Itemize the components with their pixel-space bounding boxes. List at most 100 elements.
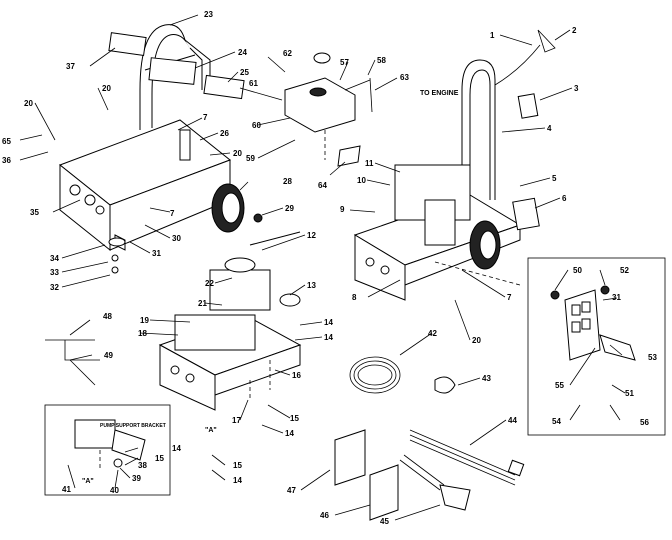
callout-57: 57: [340, 58, 349, 67]
callout-13: 13: [307, 281, 316, 290]
callout-26: 26: [220, 129, 229, 138]
callout-17: 17: [232, 416, 241, 425]
callout-1: 1: [490, 31, 495, 40]
callout-31-inset: 31: [612, 293, 621, 302]
callout-15-inset: 15: [155, 454, 164, 463]
part-43: [434, 376, 456, 394]
callout-65: 65: [2, 137, 11, 146]
callout-14-lowest: 14: [233, 476, 242, 485]
callout-2: 2: [572, 26, 577, 35]
fuel-cap-62: [309, 87, 327, 97]
callout-7-left: 7: [203, 113, 208, 122]
callout-31: 31: [152, 249, 161, 258]
part-34: [108, 237, 126, 247]
decal-37: [108, 32, 147, 56]
callout-20-right: 20: [472, 336, 481, 345]
inset-box-left: [44, 404, 171, 496]
hose-42: [349, 356, 401, 394]
unit-panel: [424, 199, 456, 246]
callout-18: 18: [138, 329, 147, 338]
callout-8: 8: [352, 293, 357, 302]
note-pump-support-bracket: PUMP SUPPORT BRACKET: [100, 423, 166, 429]
decal-6: [512, 197, 540, 231]
callout-9: 9: [340, 205, 345, 214]
callout-21: 21: [198, 299, 207, 308]
callout-14: 14: [324, 318, 333, 327]
callout-45: 45: [380, 517, 389, 526]
assembled-unit: [353, 29, 556, 301]
callout-43: 43: [482, 374, 491, 383]
pump-bracket-inset: [44, 404, 171, 496]
callout-11: 11: [365, 159, 374, 168]
callout-42: 42: [428, 329, 437, 338]
callout-15-lowest: 15: [233, 461, 242, 470]
frame-left-assembly: [59, 24, 263, 274]
callout-33: 33: [50, 268, 59, 277]
callout-19: 19: [140, 316, 149, 325]
callout-10: 10: [357, 176, 366, 185]
callout-58: 58: [377, 56, 386, 65]
part-29: [253, 213, 263, 223]
callout-20-top: 20: [102, 84, 111, 93]
callout-64: 64: [318, 181, 327, 190]
cable-48: [45, 339, 100, 361]
callout-15-lower: 15: [290, 414, 299, 423]
callout-12: 12: [307, 231, 316, 240]
callout-6: 6: [562, 194, 567, 203]
inset-pump: [74, 419, 116, 449]
control-panel-inset: [527, 257, 666, 436]
callout-36: 36: [2, 156, 11, 165]
callout-29: 29: [285, 204, 294, 213]
callout-49: 49: [104, 351, 113, 360]
cap-62: [313, 52, 331, 64]
callout-5: 5: [552, 174, 557, 183]
callout-60: 60: [252, 121, 261, 130]
decal-25: [203, 74, 245, 100]
callout-7: 7: [507, 293, 512, 302]
callout-16: 16: [292, 371, 301, 380]
callout-15: 14: [324, 333, 333, 342]
callout-40: 40: [110, 486, 119, 495]
callout-62: 62: [283, 49, 292, 58]
leader-lines: [19, 14, 626, 521]
callout-38: 38: [138, 461, 147, 470]
inset-box-right: [527, 257, 666, 436]
callout-32: 32: [50, 283, 59, 292]
callout-48: 48: [103, 312, 112, 321]
callout-22: 22: [205, 279, 214, 288]
bracket-64: [337, 145, 361, 167]
callout-63: 63: [400, 73, 409, 82]
wheel-28-hub: [221, 192, 241, 224]
callout-28: 28: [283, 177, 292, 186]
callout-54: 54: [552, 417, 561, 426]
callout-20: 20: [233, 149, 242, 158]
callout-61: 61: [249, 79, 258, 88]
callout-51: 51: [625, 389, 634, 398]
callout-14-lower: 14: [285, 429, 294, 438]
bag-47: [334, 429, 366, 486]
callout-41: 41: [62, 485, 71, 494]
callout-23: 23: [204, 10, 213, 19]
callout-4: 4: [547, 124, 552, 133]
callout-56: 56: [640, 418, 649, 427]
part-26: [179, 129, 191, 161]
fuel-tank: [284, 77, 356, 133]
decal-24: [148, 57, 197, 85]
bracket-53: [599, 334, 636, 361]
note-detail-a-inset: "A": [82, 478, 94, 485]
callout-20-left: 20: [24, 99, 33, 108]
fuel-tank-assembly: [284, 52, 373, 167]
part-13: [279, 293, 301, 307]
callout-46: 46: [320, 511, 329, 520]
callout-labels: 1 2 3 4 5 6 7 8 9 10 11 12 13 14 14 16 1…: [2, 10, 657, 526]
engine-22: [209, 269, 271, 311]
pump-support-bracket-part: [111, 429, 146, 461]
pump-17: [174, 314, 256, 351]
callout-30: 30: [172, 234, 181, 243]
callout-14-inset: 14: [172, 444, 181, 453]
callout-53: 53: [648, 353, 657, 362]
callout-35: 35: [30, 208, 39, 217]
callout-59: 59: [246, 154, 255, 163]
gun-tip-2: [537, 29, 556, 53]
